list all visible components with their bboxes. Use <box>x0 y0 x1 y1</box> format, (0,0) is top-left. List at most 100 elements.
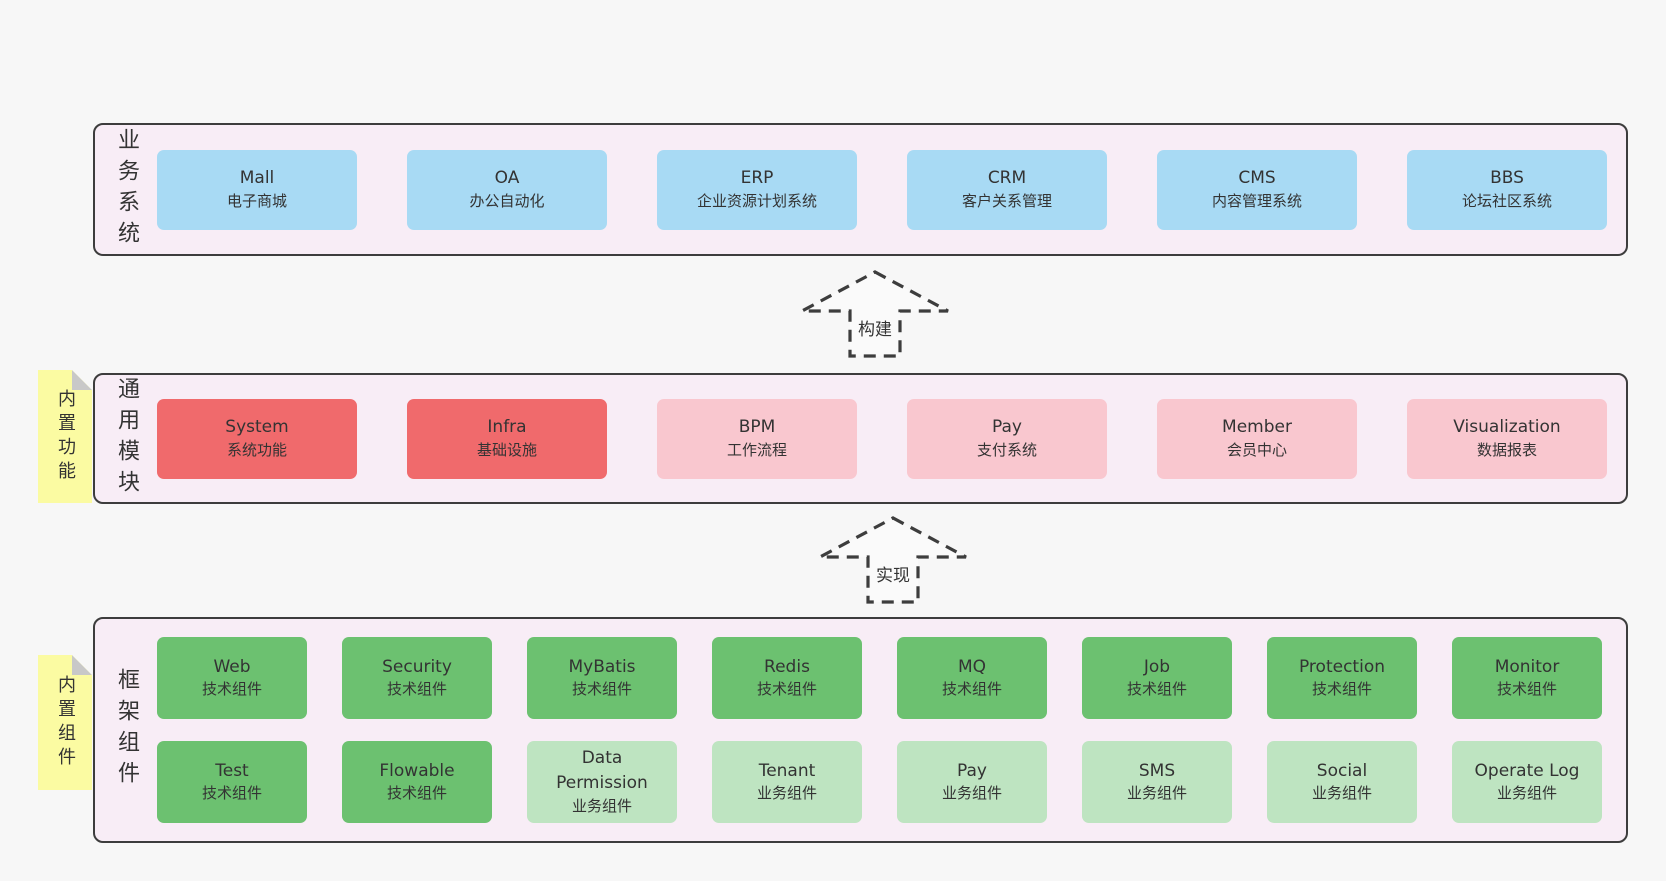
box-title: Visualization <box>1453 417 1561 438</box>
box-cms: CMS 内容管理系统 <box>1157 149 1357 230</box>
note-builtin-features: 内置功能 <box>38 370 92 503</box>
box-subtitle: 会员中心 <box>1226 440 1287 459</box>
arrow-implement: 实现 <box>818 516 968 604</box>
box-data-permission: Data Permission 业务组件 <box>527 741 677 823</box>
box-subtitle: 业务组件 <box>571 796 632 815</box>
box-job: Job 技术组件 <box>1082 637 1232 719</box>
box-subtitle: 支付系统 <box>976 440 1037 459</box>
layer-framework-components: 框架组件 Web 技术组件 Security 技术组件 MyBatis 技术组件… <box>93 617 1628 843</box>
layer-components-label: 框架组件 <box>95 619 157 841</box>
box-pay-biz: Pay 业务组件 <box>897 741 1047 823</box>
arrow-implement-label: 实现 <box>873 561 913 586</box>
box-title: MQ <box>957 656 987 677</box>
box-subtitle: 基础设施 <box>476 440 537 459</box>
note-text: 内置功能 <box>55 388 76 485</box>
box-social: Social 业务组件 <box>1267 741 1417 823</box>
note-builtin-components: 内置组件 <box>38 655 92 790</box>
box-subtitle: 业务组件 <box>941 784 1002 803</box>
box-title: Flowable <box>379 760 455 781</box>
box-subtitle: 业务组件 <box>756 784 817 803</box>
box-title: Data Permission <box>556 748 648 794</box>
box-title: Test <box>215 760 249 781</box>
box-title: Infra <box>487 417 527 438</box>
box-title: Web <box>213 656 251 677</box>
box-security: Security 技术组件 <box>342 637 492 719</box>
box-subtitle: 技术组件 <box>201 784 262 803</box>
layer-modules-label: 通用模块 <box>95 375 157 502</box>
box-oa: OA 办公自动化 <box>407 149 607 230</box>
box-title: Tenant <box>758 760 816 781</box>
box-crm: CRM 客户关系管理 <box>907 149 1107 230</box>
box-subtitle: 业务组件 <box>1311 784 1372 803</box>
box-subtitle: 技术组件 <box>386 680 447 699</box>
box-title: BPM <box>738 417 776 438</box>
arrow-build: 构建 <box>800 270 950 358</box>
box-infra: Infra 基础设施 <box>407 398 607 479</box>
box-subtitle: 技术组件 <box>201 680 262 699</box>
box-redis: Redis 技术组件 <box>712 637 862 719</box>
box-subtitle: 业务组件 <box>1496 784 1557 803</box>
box-bbs: BBS 论坛社区系统 <box>1407 149 1607 230</box>
box-subtitle: 系统功能 <box>226 440 287 459</box>
box-pay: Pay 支付系统 <box>907 398 1107 479</box>
box-subtitle: 技术组件 <box>756 680 817 699</box>
box-title: ERP <box>740 168 774 189</box>
layer-common-modules: 通用模块 System 系统功能 Infra 基础设施 BPM 工作流程 Pay… <box>93 373 1628 504</box>
box-subtitle: 技术组件 <box>941 680 1002 699</box>
box-subtitle: 论坛社区系统 <box>1461 191 1552 210</box>
box-title: BBS <box>1490 168 1524 189</box>
box-subtitle: 客户关系管理 <box>961 191 1052 210</box>
box-subtitle: 技术组件 <box>386 784 447 803</box>
box-mq: MQ 技术组件 <box>897 637 1047 719</box>
business-box-row: Mall 电子商城 OA 办公自动化 ERP 企业资源计划系统 CRM 客户关系… <box>157 125 1626 254</box>
box-protection: Protection 技术组件 <box>1267 637 1417 719</box>
components-row-1: Web 技术组件 Security 技术组件 MyBatis 技术组件 Redi… <box>157 637 1626 719</box>
box-title: Monitor <box>1494 656 1560 677</box>
components-row-2: Test 技术组件 Flowable 技术组件 Data Permission … <box>157 741 1626 823</box>
folded-corner-icon <box>72 655 92 675</box>
layer-business-label: 业务系统 <box>95 125 157 254</box>
box-title: Security <box>382 656 452 677</box>
up-arrow-icon <box>801 270 949 358</box>
box-visualization: Visualization 数据报表 <box>1407 398 1607 479</box>
box-bpm: BPM 工作流程 <box>657 398 857 479</box>
box-title: Pay <box>992 417 1022 438</box>
layer-label-text: 通用模块 <box>114 376 139 501</box>
box-system: System 系统功能 <box>157 398 357 479</box>
modules-box-row: System 系统功能 Infra 基础设施 BPM 工作流程 Pay 支付系统… <box>157 375 1626 502</box>
box-title: Member <box>1222 417 1292 438</box>
up-arrow-icon <box>819 516 967 604</box>
box-title: Operate Log <box>1474 760 1580 781</box>
box-title: Redis <box>764 656 810 677</box>
box-subtitle: 技术组件 <box>1496 680 1557 699</box>
box-test: Test 技术组件 <box>157 741 307 823</box>
box-sms: SMS 业务组件 <box>1082 741 1232 823</box>
arrow-build-label: 构建 <box>855 315 895 340</box>
box-title: System <box>225 417 289 438</box>
box-title: CMS <box>1238 168 1276 189</box>
box-web: Web 技术组件 <box>157 637 307 719</box>
components-grid: Web 技术组件 Security 技术组件 MyBatis 技术组件 Redi… <box>157 619 1626 841</box>
layer-label-text: 业务系统 <box>114 127 139 252</box>
box-title: SMS <box>1138 760 1176 781</box>
box-title: Social <box>1316 760 1368 781</box>
note-text: 内置组件 <box>55 674 76 771</box>
box-subtitle: 数据报表 <box>1476 440 1537 459</box>
box-title: Protection <box>1298 656 1385 677</box>
box-subtitle: 业务组件 <box>1126 784 1187 803</box>
layer-label-text: 框架组件 <box>114 668 139 792</box>
box-title: Mall <box>239 168 275 189</box>
box-subtitle: 技术组件 <box>1126 680 1187 699</box>
box-mybatis: MyBatis 技术组件 <box>527 637 677 719</box>
box-subtitle: 工作流程 <box>726 440 787 459</box>
box-subtitle: 办公自动化 <box>469 191 545 210</box>
box-monitor: Monitor 技术组件 <box>1452 637 1602 719</box>
box-flowable: Flowable 技术组件 <box>342 741 492 823</box>
box-tenant: Tenant 业务组件 <box>712 741 862 823</box>
box-subtitle: 技术组件 <box>1311 680 1372 699</box>
box-mall: Mall 电子商城 <box>157 149 357 230</box>
box-subtitle: 技术组件 <box>571 680 632 699</box>
folded-corner-icon <box>72 370 92 390</box>
box-title: Pay <box>957 760 987 781</box>
